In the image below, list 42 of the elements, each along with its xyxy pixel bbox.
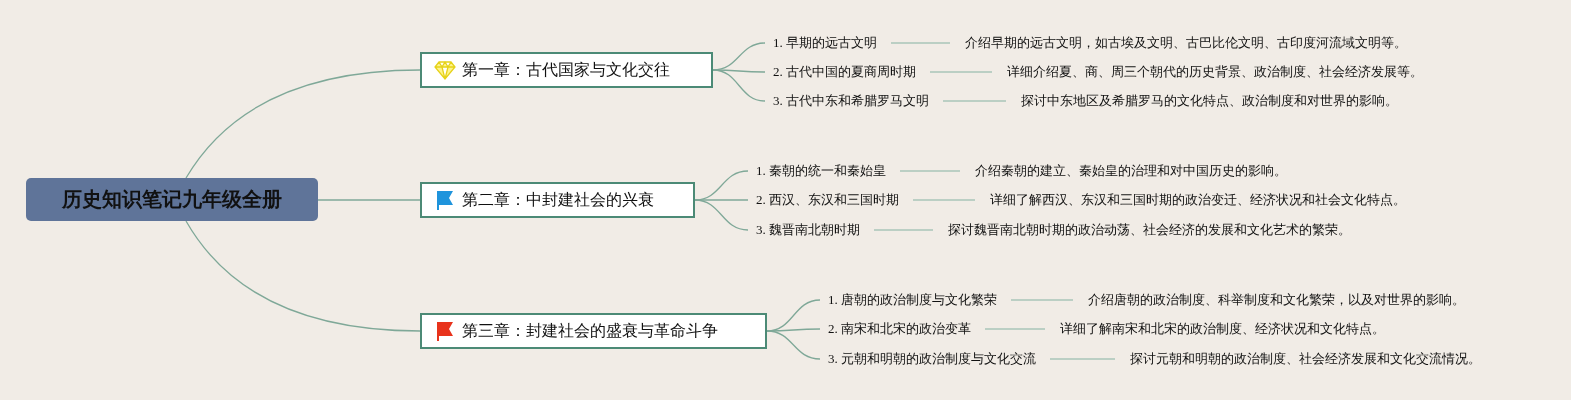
topic-text: 2. 古代中国的夏商周时期 (773, 63, 916, 81)
chapter-box (420, 52, 713, 88)
connector-line (890, 42, 951, 44)
connector-line (1010, 299, 1074, 301)
description-text: 探讨中东地区及希腊罗马的文化特点、政治制度和对世界的影响。 (1021, 92, 1398, 110)
topic-text: 1. 早期的远古文明 (773, 34, 877, 52)
chapter-title: 第二章：中封建社会的兴衰 (462, 189, 654, 211)
chapter-box (420, 313, 767, 349)
topic-text: 2. 西汉、东汉和三国时期 (756, 191, 899, 209)
connector-line (984, 328, 1046, 330)
connector-line (185, 69, 421, 179)
topic-text: 2. 南宋和北宋的政治变革 (828, 320, 971, 338)
description-text: 探讨魏晋南北朝时期的政治动荡、社会经济的发展和文化艺术的繁荣。 (948, 221, 1351, 239)
description-text: 介绍秦朝的建立、秦始皇的治理和对中国历史的影响。 (975, 162, 1287, 180)
description-text: 介绍唐朝的政治制度、科举制度和文化繁荣，以及对世界的影响。 (1088, 291, 1465, 309)
connector-line (317, 199, 421, 201)
chapter-title: 第一章：古代国家与文化交往 (462, 59, 670, 81)
description-text: 详细介绍夏、商、周三个朝代的历史背景、政治制度、社会经济发展等。 (1007, 63, 1423, 81)
connector-line (694, 199, 749, 201)
connector-line (1049, 358, 1116, 360)
description-text: 探讨元朝和明朝的政治制度、社会经济发展和文化交流情况。 (1130, 350, 1481, 368)
connector-line (873, 229, 934, 231)
connector-line (185, 220, 421, 332)
topic-text: 1. 秦朝的统一和秦始皇 (756, 162, 886, 180)
chapter-title: 第三章：封建社会的盛衰与革命斗争 (462, 320, 718, 342)
topic-text: 3. 元朝和明朝的政治制度与文化交流 (828, 350, 1036, 368)
topic-text: 3. 古代中东和希腊罗马文明 (773, 92, 929, 110)
description-text: 详细了解南宋和北宋的政治制度、经济状况和文化特点。 (1060, 320, 1385, 338)
description-text: 介绍早期的远古文明，如古埃及文明、古巴比伦文明、古印度河流域文明等。 (965, 34, 1407, 52)
chapter-box (420, 182, 695, 218)
description-text: 详细了解西汉、东汉和三国时期的政治变迁、经济状况和社会文化特点。 (990, 191, 1406, 209)
topic-text: 3. 魏晋南北朝时期 (756, 221, 860, 239)
connector-line (766, 330, 821, 360)
connector-line (712, 69, 766, 73)
connector-line (899, 170, 961, 172)
connector-line (912, 199, 976, 201)
connector-line (712, 69, 766, 102)
connector-line (942, 100, 1007, 102)
connector-line (694, 199, 749, 231)
connector-line (929, 71, 993, 73)
topic-text: 1. 唐朝的政治制度与文化繁荣 (828, 291, 997, 309)
central-topic-box: 历史知识笔记九年级全册 (26, 178, 318, 221)
